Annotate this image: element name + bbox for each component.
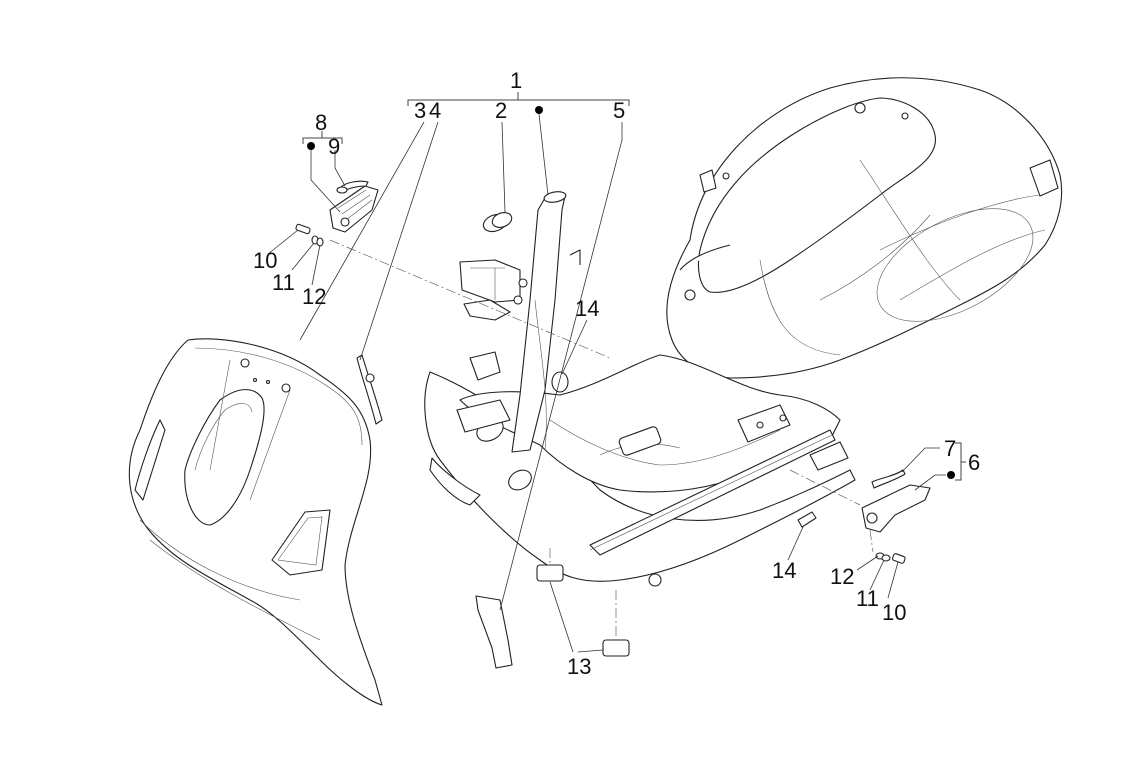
callout-2: 2 bbox=[495, 98, 507, 123]
fasteners-right bbox=[875, 552, 906, 564]
callout-6: 6 bbox=[968, 450, 980, 475]
main-body-frame bbox=[424, 354, 856, 587]
callout-14-center: 14 bbox=[575, 296, 599, 321]
cable-guide-eye bbox=[365, 373, 375, 383]
callout-14-right: 14 bbox=[772, 558, 796, 583]
steering-tube-frame bbox=[456, 191, 581, 453]
rubber-pad-1 bbox=[536, 564, 564, 582]
grommet-center bbox=[551, 371, 569, 393]
callout-5: 5 bbox=[613, 98, 625, 123]
centerline-bracket-left bbox=[329, 239, 611, 359]
callout-8: 8 bbox=[315, 110, 327, 135]
centerline-bracket-right bbox=[789, 469, 861, 506]
callout-13: 13 bbox=[567, 654, 591, 679]
front-leg-shield bbox=[128, 338, 383, 706]
bushing bbox=[482, 212, 513, 233]
callout-12-left: 12 bbox=[302, 284, 326, 309]
group-bracket-1 bbox=[407, 92, 630, 106]
rubber-pad-2 bbox=[602, 639, 630, 657]
callout-10-left: 10 bbox=[253, 248, 277, 273]
callout-4: 4 bbox=[429, 98, 441, 123]
bracket-right bbox=[861, 484, 931, 533]
rear-body-shell bbox=[666, 77, 1063, 379]
tunnel-cover-strip bbox=[475, 595, 513, 669]
centerline-fastener-right bbox=[869, 529, 874, 553]
callout-7: 7 bbox=[944, 436, 956, 461]
group-dot-8 bbox=[307, 142, 315, 150]
spring-clip-right bbox=[871, 469, 906, 489]
group-dot-6 bbox=[947, 471, 955, 479]
group-dot-1 bbox=[535, 106, 543, 114]
callout-1: 1 bbox=[510, 68, 522, 93]
group-bracket-6 bbox=[955, 442, 966, 481]
callout-11-right: 11 bbox=[856, 586, 879, 611]
cable-guide bbox=[356, 354, 383, 425]
grommet-right bbox=[797, 511, 817, 528]
callout-3: 3 bbox=[414, 98, 426, 123]
callout-9: 9 bbox=[328, 134, 340, 159]
callout-10-right: 10 bbox=[882, 600, 906, 625]
fasteners-left bbox=[295, 223, 324, 247]
leader-lines bbox=[267, 113, 946, 653]
callout-12-right: 12 bbox=[830, 564, 854, 589]
group-bracket-8 bbox=[302, 131, 343, 144]
spring-clip-left-eye bbox=[336, 186, 348, 194]
callout-11-left: 11 bbox=[272, 270, 295, 295]
